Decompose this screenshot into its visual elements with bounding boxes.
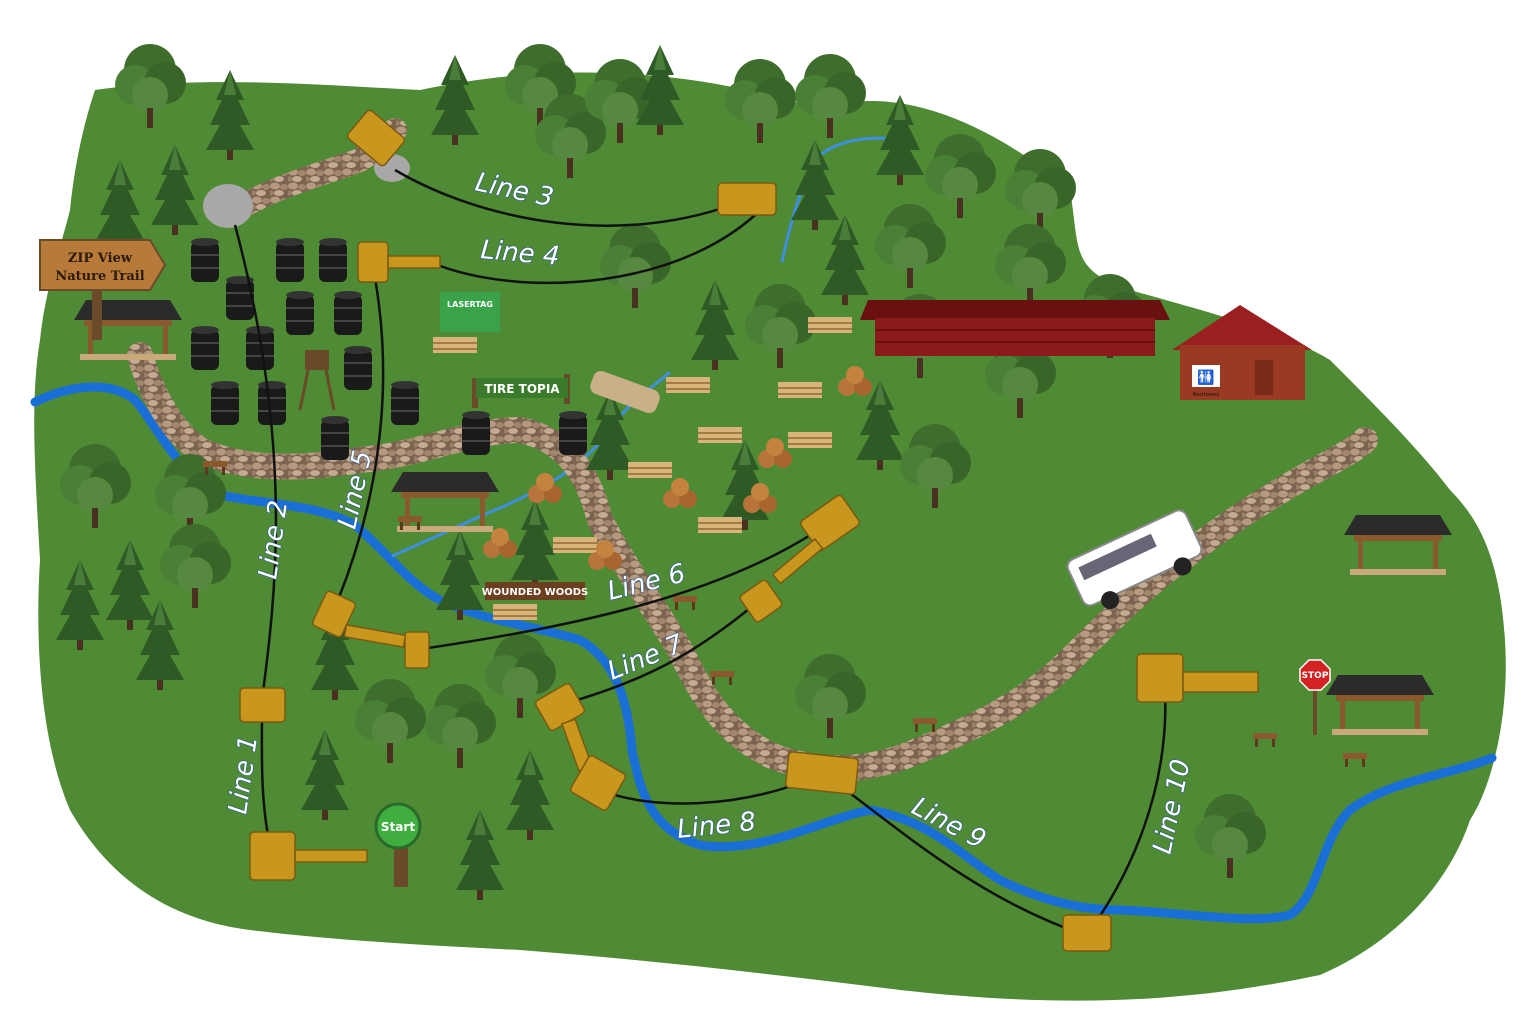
platform-line10-start [1136, 653, 1184, 703]
platform-line8-start [570, 755, 626, 811]
platform-line4-start [357, 241, 389, 283]
wounded-woods-text: WOUNDED WOODS [482, 587, 588, 598]
restroom-building: 🚻 Restrooms [1172, 305, 1312, 400]
lookout-stand [298, 350, 336, 411]
lasertag-banner: LASERTAG [440, 292, 500, 332]
platform-line5-end [312, 590, 356, 638]
platform-line8-end [784, 751, 860, 795]
restroom-sign: Restrooms [1193, 392, 1220, 398]
wounded-woods-sign: WOUNDED WOODS [482, 582, 588, 600]
platform-line7-start [739, 579, 783, 623]
platform-start [249, 831, 296, 881]
start-sign: Start [374, 802, 422, 887]
trail-sign: ZIP View Nature Trail [39, 239, 167, 340]
lasertag-text: LASERTAG [447, 300, 493, 309]
platform-line1-end [239, 687, 286, 723]
lodge-building [860, 300, 1170, 356]
log-pile [590, 371, 660, 413]
platform-line9-end [1062, 914, 1112, 952]
tire-topia-sign: TIRE TOPIA [472, 374, 570, 408]
stop-text: STOP [1302, 671, 1329, 681]
trail-sign-line2: Nature Trail [55, 269, 144, 284]
platform-line3-end [717, 182, 777, 216]
shuttle-bus [1066, 509, 1203, 610]
river [30, 382, 1497, 924]
platform-line6-start [404, 631, 430, 669]
platforms [239, 109, 1259, 952]
platform-line6-end [800, 494, 860, 552]
stop-sign: STOP [1299, 659, 1331, 735]
start-text: Start [381, 820, 415, 834]
trail-sign-line1: ZIP View [68, 251, 133, 266]
restroom-icon: 🚻 [1197, 369, 1214, 386]
gravel-patch [203, 184, 253, 228]
platform-line3-start [346, 109, 406, 167]
tire-topia-text: TIRE TOPIA [484, 382, 560, 396]
